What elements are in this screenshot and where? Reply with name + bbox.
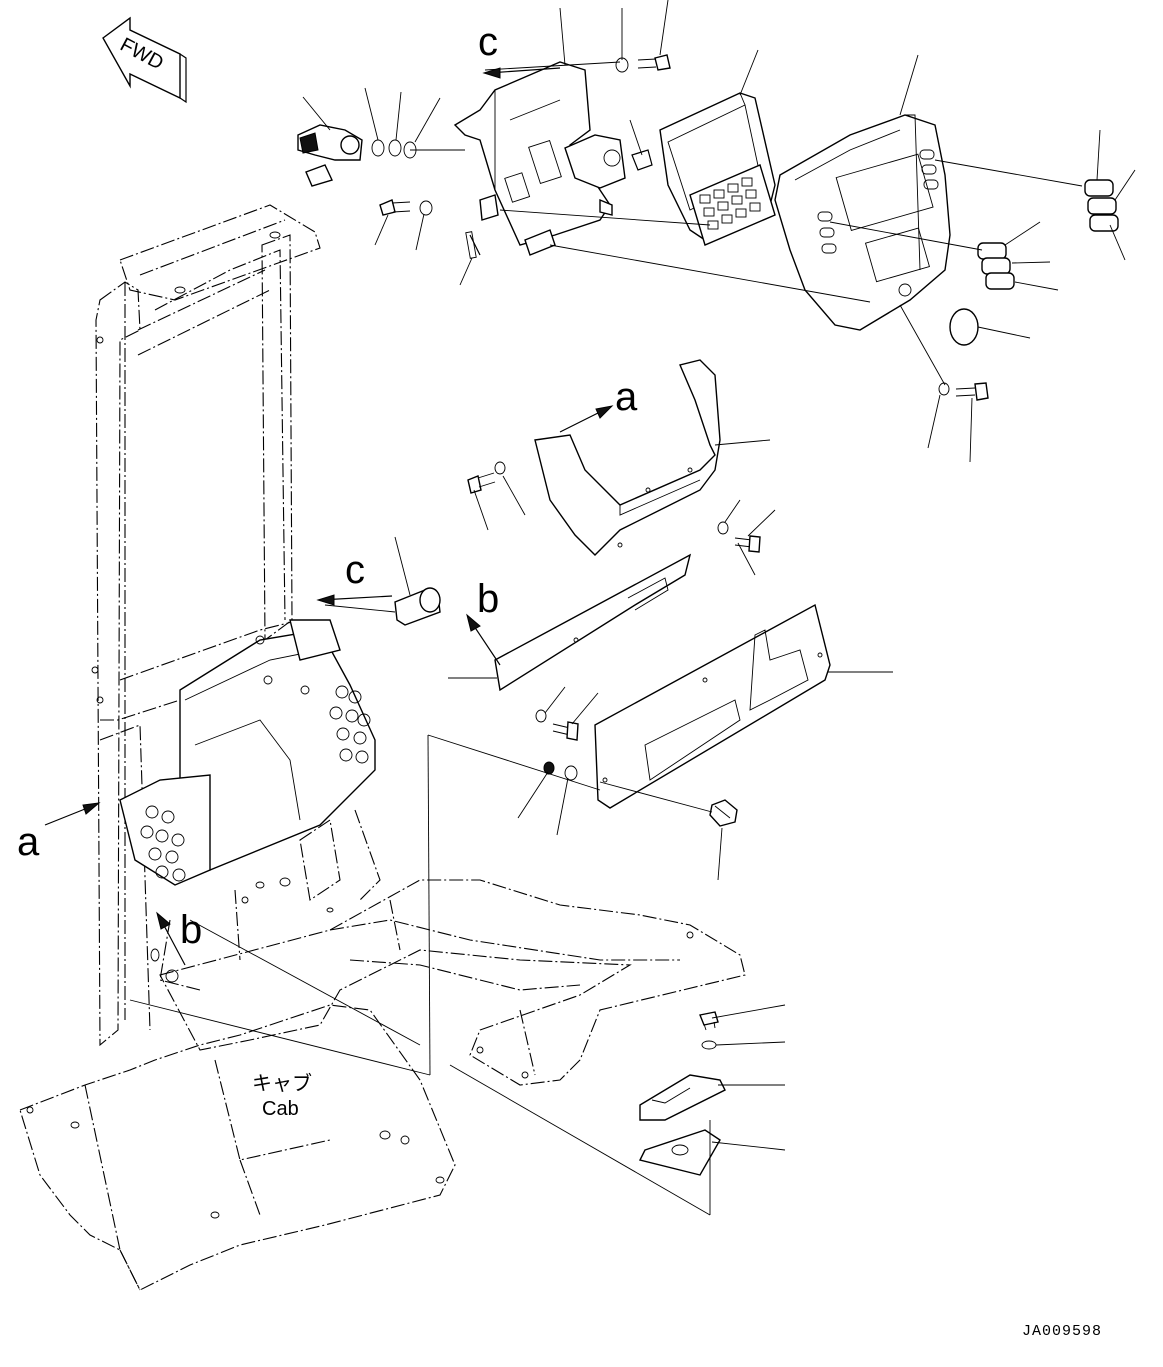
bolt-washer-1 [379, 199, 433, 216]
view-label-a-side: a [17, 820, 40, 864]
side-panel [594, 603, 831, 809]
view-label-c-top: c [478, 20, 498, 64]
rocker-switches-right [977, 179, 1119, 290]
view-arrow-c-top: c [478, 20, 561, 79]
blanking-cap [949, 308, 979, 346]
view-arrow-a-side: a [17, 802, 101, 864]
bottom-flat-plate [638, 1129, 721, 1176]
front-cover [774, 114, 951, 331]
bottom-bracket-plate [639, 1074, 726, 1121]
bolt-washer-6 [535, 709, 579, 741]
view-label-b-top: b [477, 577, 499, 621]
bolt-washer-4 [467, 461, 506, 494]
view-arrow-b-top: b [466, 577, 501, 666]
key-switch [297, 124, 417, 187]
drawing-code: JA009598 [1022, 1323, 1102, 1340]
connector-c [394, 587, 441, 626]
washer-pair [543, 761, 578, 781]
view-label-a-top: a [615, 375, 638, 419]
bottom-bolt [699, 1011, 719, 1050]
bolt-washer-5 [717, 521, 761, 553]
fwd-marker: FWD [102, 16, 187, 104]
view-arrow-a-top: a [559, 375, 638, 433]
view-label-b-bottom: b [180, 908, 202, 952]
monitor-buttons [699, 177, 761, 230]
view-arrow-b-bottom: b [156, 908, 202, 966]
monitor-bracket [453, 61, 653, 259]
view-label-c-mid: c [345, 548, 365, 592]
leader-lines [129, 0, 1136, 1216]
lower-cover-a [534, 359, 721, 556]
installed-console [119, 619, 376, 886]
installed-switch-holes [140, 685, 371, 882]
view-arrow-c-mid: c [316, 548, 393, 606]
trim-strip-b [494, 553, 692, 692]
knob-screw [709, 799, 738, 827]
cab-frame: キャブ Cab [19, 204, 746, 1291]
cab-label-jp: キャブ [252, 1071, 312, 1095]
monitor-unit [659, 92, 776, 246]
cab-label-en: Cab [262, 1098, 299, 1120]
cover-switch-slots [817, 149, 939, 254]
bolt-washer-3 [938, 382, 989, 401]
bolt-washer-2 [615, 54, 671, 73]
